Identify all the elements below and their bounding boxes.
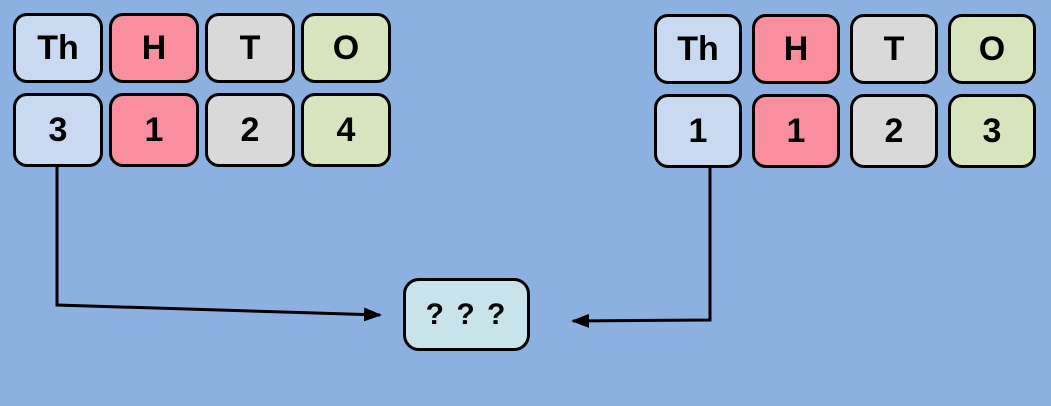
right-header-ones: O <box>948 14 1036 84</box>
left-value-thousands: 3 <box>13 93 103 167</box>
left-thousands-arrow <box>55 167 382 322</box>
right-value-thousands: 1 <box>654 94 742 168</box>
right-value-tens: 2 <box>850 94 938 168</box>
left-header-tens: T <box>205 13 295 83</box>
left-header-thousands: Th <box>13 13 103 83</box>
left-header-hundreds: H <box>109 13 199 83</box>
place-value-table-left: Th H T O 3 1 2 4 <box>13 13 391 167</box>
right-thousands-arrow <box>571 167 712 328</box>
left-value-ones: 4 <box>301 93 391 167</box>
place-value-table-right: Th H T O 1 1 2 3 <box>654 14 1036 168</box>
left-value-tens: 2 <box>205 93 295 167</box>
left-header-ones: O <box>301 13 391 83</box>
right-header-thousands: Th <box>654 14 742 84</box>
mystery-answer-box: ? ? ? <box>403 278 530 351</box>
right-value-hundreds: 1 <box>752 94 840 168</box>
right-header-tens: T <box>850 14 938 84</box>
right-header-hundreds: H <box>752 14 840 84</box>
right-value-ones: 3 <box>948 94 1036 168</box>
left-value-hundreds: 1 <box>109 93 199 167</box>
